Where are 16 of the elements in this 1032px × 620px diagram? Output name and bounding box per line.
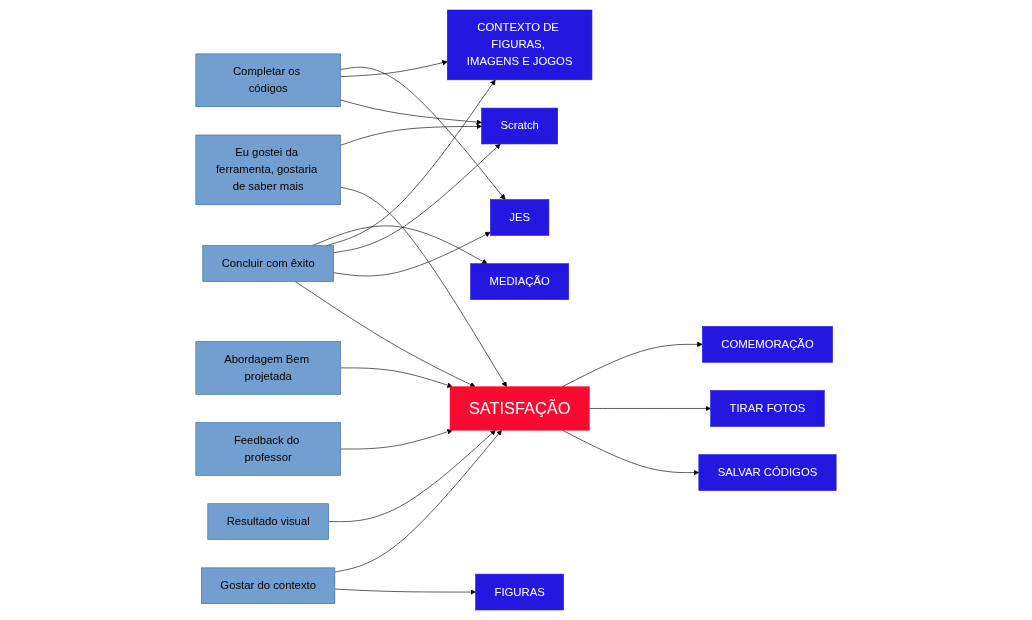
- node-box: CONTEXTO DE FIGURAS, IMAGENS E JOGOS: [447, 9, 593, 81]
- node-box: SALVAR CÓDIGOS: [698, 454, 837, 491]
- node-box: SATISFAÇÃO: [449, 386, 590, 431]
- node-box: Eu gostei da ferramenta, gostaria de saber mais: [195, 134, 341, 206]
- node-box: Gostar do contexto: [201, 567, 336, 604]
- node-box: MEDIAÇÃO: [470, 263, 569, 300]
- node-box: Completar os códigos: [195, 53, 341, 107]
- node-box: JES: [490, 199, 550, 236]
- node-box: Scratch: [481, 107, 558, 145]
- node-box: COMEMORAÇÃO: [702, 326, 833, 363]
- node-box: Resultado visual: [207, 503, 329, 540]
- node-box: Feedback do professor: [195, 422, 341, 476]
- node-box: Abordagem Bem projetada: [195, 341, 341, 395]
- node-box: FIGURAS: [475, 573, 564, 611]
- node-box: TIRAR FOTOS: [710, 390, 825, 427]
- node-box: Concluir com êxito: [202, 245, 334, 282]
